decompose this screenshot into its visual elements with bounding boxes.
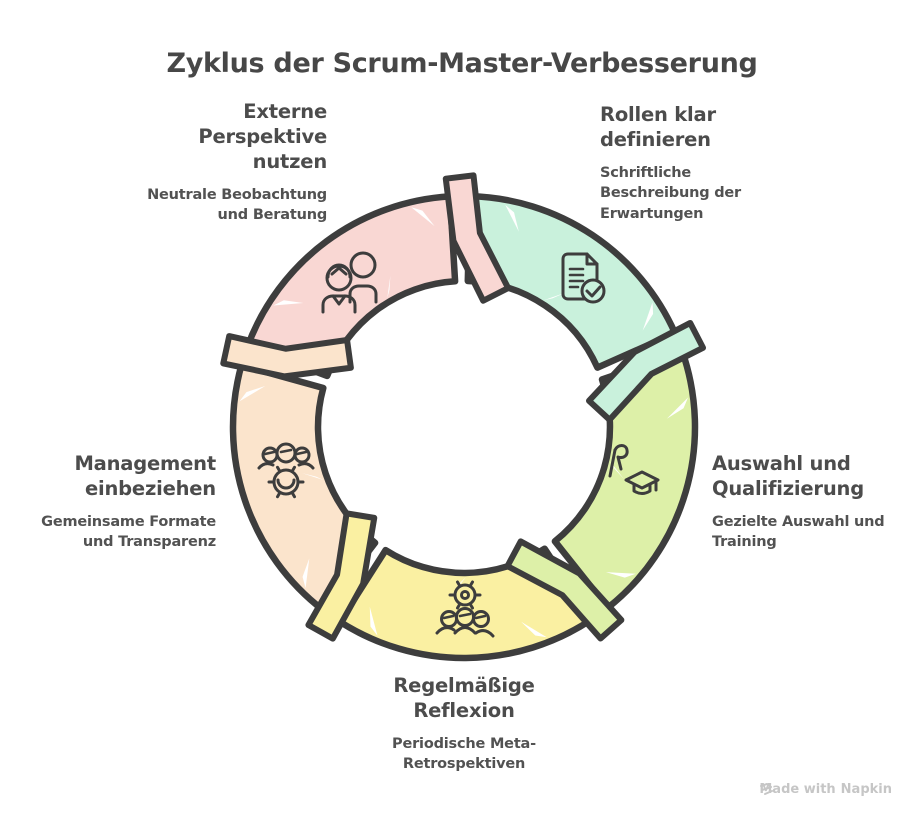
watermark-brand: Napkin [840,782,892,797]
flag-graduation-cap-icon [608,444,660,495]
segment-description: Periodische Meta- Retrospektiven [392,735,536,773]
label-externe-perspektive: Externe Perspektive nutzen Neutrale Beob… [125,100,327,226]
segment-description: Neutrale Beobachtung und Beratung [147,186,327,224]
segment-heading: Regelmäßige Reflexion [393,674,535,722]
segment-heading: Auswahl und Qualifizierung [712,452,864,500]
watermark-text: Made with [759,782,836,797]
people-pair-icon [321,251,378,314]
label-regelmaessige-reflexion: Regelmäßige Reflexion Periodische Meta- … [344,674,584,775]
segment-heading: Rollen klar definieren [600,103,716,151]
segment-description: Gezielte Auswahl und Training [712,513,885,551]
segment-heading: Externe Perspektive nutzen [198,100,327,173]
segment-heading: Management einbeziehen [74,452,216,500]
page-title: Zyklus der Scrum-Master-Verbesserung [166,48,758,79]
segment-description: Gemeinsame Formate und Transparenz [41,513,216,551]
team-gear-icon [257,442,315,499]
segment-description: Schriftliche Beschreibung der Erwartunge… [600,164,742,223]
label-management-einbeziehen: Management einbeziehen Gemeinsame Format… [30,452,216,553]
watermark: Made with Napkin [759,782,892,797]
segment-externe-perspektive [244,193,459,380]
document-check-icon [561,252,606,304]
label-rollen-definieren: Rollen klar definieren Schriftliche Besc… [600,103,820,225]
gear-team-icon [435,580,495,638]
label-auswahl-qualifizierung: Auswahl und Qualifizierung Gezielte Ausw… [712,452,917,553]
napkin-logo-icon [760,783,774,795]
